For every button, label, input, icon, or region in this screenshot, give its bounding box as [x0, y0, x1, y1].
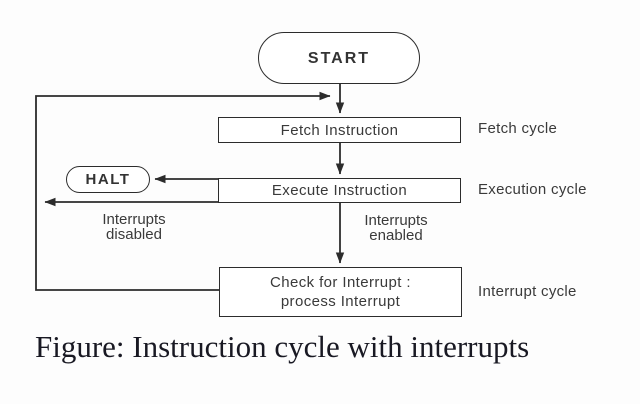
start-node: START [258, 32, 420, 84]
start-node-label: START [307, 49, 371, 67]
loop-back-line [35, 91, 331, 291]
execute-instruction-label: Execute Instruction [271, 182, 408, 199]
check-interrupt-node: Check for Interrupt : process Interrupt [219, 267, 462, 317]
execution-cycle-label: Execution cycle [478, 181, 587, 198]
fetch-instruction-label: Fetch Instruction [280, 121, 399, 139]
halt-node-label: HALT [85, 171, 131, 188]
interrupts-enabled-label: Interrupts enabled [364, 212, 428, 244]
fetch-cycle-label: Fetch cycle [478, 120, 558, 137]
figure-caption: Figure: Instruction cycle with interrupt… [35, 329, 530, 364]
interrupt-cycle-label: Interrupt cycle [478, 283, 577, 300]
check-interrupt-label: Check for Interrupt : process Interrupt [270, 274, 411, 310]
fetch-instruction-node: Fetch Instruction [218, 117, 461, 143]
halt-node: HALT [66, 166, 150, 193]
interrupts-disabled-label: Interrupts disabled [102, 211, 166, 243]
execute-instruction-node: Execute Instruction [218, 178, 461, 203]
